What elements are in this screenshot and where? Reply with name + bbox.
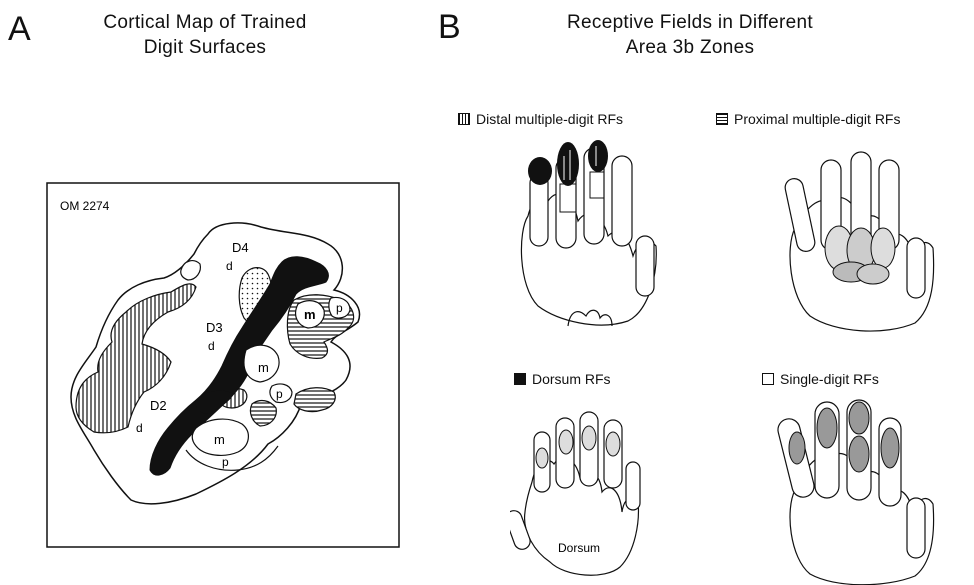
distal-swatch [458, 113, 470, 125]
label-d4-d: d [226, 259, 233, 273]
label-p-mid: p [276, 387, 283, 401]
panel-b-title-line1: Receptive Fields in Different [520, 10, 860, 35]
hand-proximal [775, 138, 955, 338]
label-d4: D4 [232, 240, 249, 255]
panel-b-title: Receptive Fields in Different Area 3b Zo… [520, 10, 860, 60]
map-id-label: OM 2274 [60, 199, 110, 213]
legend-dorsum-label: Dorsum RFs [532, 370, 611, 388]
label-m-upper: m [304, 307, 316, 322]
hand-single [775, 398, 955, 585]
label-p-upper: p [336, 301, 343, 315]
single-swatch [762, 373, 774, 385]
panel-b-letter: B [438, 10, 461, 44]
label-d3: D3 [206, 320, 223, 335]
legend-proximal: Proximal multiple-digit RFs [716, 110, 900, 128]
legend-proximal-label: Proximal multiple-digit RFs [734, 110, 900, 128]
legend-distal: Distal multiple-digit RFs [458, 110, 623, 128]
label-d2-d: d [136, 421, 143, 435]
legend-single-label: Single-digit RFs [780, 370, 879, 388]
panel-b-title-line2: Area 3b Zones [520, 35, 860, 60]
label-d2: D2 [150, 398, 167, 413]
panel-a-title-line2: Digit Surfaces [70, 35, 340, 60]
cortical-map-figure: OM 2274 D4 d D3 d D2 d m p m p m p [46, 182, 400, 548]
label-p-lower: p [222, 455, 229, 469]
hand-dorsum: Dorsum [510, 402, 660, 582]
label-d3-d: d [208, 339, 215, 353]
legend-dorsum: Dorsum RFs [514, 370, 611, 388]
hand-distal [508, 136, 678, 336]
dorsum-hand-label: Dorsum [558, 541, 600, 555]
panel-a-letter: A [8, 12, 31, 46]
legend-distal-label: Distal multiple-digit RFs [476, 110, 623, 128]
panel-a-title-line1: Cortical Map of Trained [70, 10, 340, 35]
panel-a-title: Cortical Map of Trained Digit Surfaces [70, 10, 340, 60]
label-m-lower: m [214, 432, 225, 447]
proximal-swatch [716, 113, 728, 125]
legend-single: Single-digit RFs [762, 370, 879, 388]
dorsum-swatch [514, 373, 526, 385]
label-m-mid: m [258, 360, 269, 375]
